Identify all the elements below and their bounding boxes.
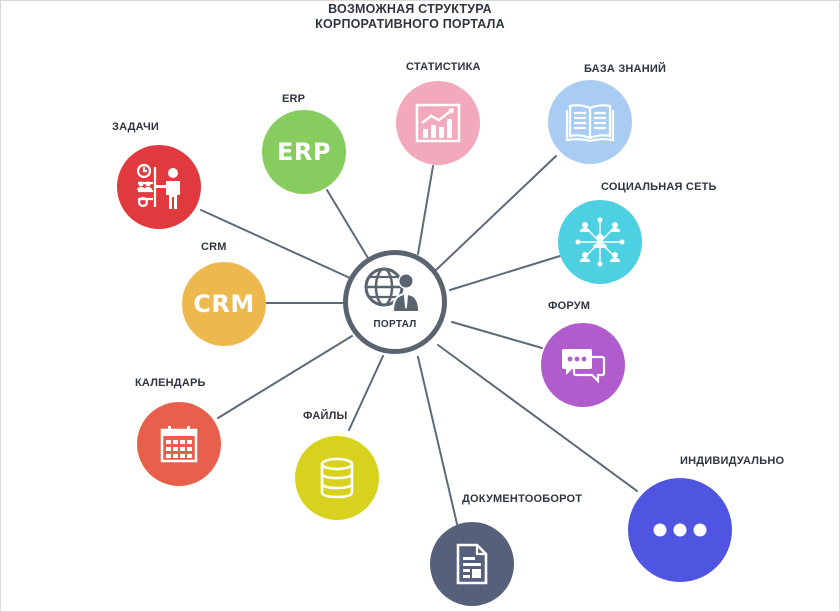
knowledge-node bbox=[548, 80, 632, 164]
tasks-label: ЗАДАЧИ bbox=[112, 121, 160, 133]
line-docflow bbox=[417, 356, 458, 525]
line-files bbox=[348, 355, 384, 431]
task-board-icon bbox=[136, 163, 180, 209]
title-line-1: ВОЗМОЖНАЯ СТРУКТУРА bbox=[328, 2, 492, 16]
line-erp bbox=[326, 189, 369, 259]
files-node bbox=[295, 436, 379, 520]
growth-chart-icon bbox=[415, 103, 461, 143]
social-label: СОЦИАЛЬНАЯ СЕТЬ bbox=[601, 181, 717, 193]
erp-icon-text: ERP bbox=[277, 138, 331, 166]
line-social bbox=[449, 255, 561, 291]
stats-label: СТАТИСТИКА bbox=[406, 61, 481, 73]
individual-node bbox=[628, 478, 732, 582]
line-calendar bbox=[217, 335, 353, 419]
tasks-node bbox=[117, 145, 201, 229]
crm-label: CRM bbox=[201, 241, 227, 253]
erp-label: ERP bbox=[282, 93, 306, 105]
social-node bbox=[558, 200, 642, 284]
database-icon bbox=[320, 457, 354, 499]
line-stats bbox=[417, 165, 434, 255]
open-book-icon bbox=[565, 104, 615, 142]
docflow-node bbox=[430, 522, 514, 606]
line-forum bbox=[451, 321, 543, 349]
files-label: ФАЙЛЫ bbox=[303, 410, 348, 422]
chat-bubbles-icon bbox=[562, 349, 606, 383]
line-tasks bbox=[200, 209, 351, 279]
portal-label: ПОРТАЛ bbox=[373, 319, 417, 330]
calendar-node bbox=[137, 402, 221, 486]
portal-node: ПОРТАЛ bbox=[343, 250, 447, 354]
diagram-title: ВОЗМОЖНАЯ СТРУКТУРА КОРПОРАТИВНОГО ПОРТА… bbox=[260, 2, 560, 32]
docflow-label: ДОКУМЕНТООБОРОТ bbox=[462, 493, 583, 505]
forum-label: ФОРУМ bbox=[548, 300, 591, 312]
crm-node: CRM bbox=[182, 262, 266, 346]
forum-node bbox=[541, 323, 625, 407]
title-line-2: КОРПОРАТИВНОГО ПОРТАЛА bbox=[315, 17, 505, 31]
stats-node bbox=[396, 81, 480, 165]
calendar-label: КАЛЕНДАРЬ bbox=[135, 377, 206, 389]
crm-icon-text: CRM bbox=[193, 290, 255, 318]
individual-label: ИНДИВИДУАЛЬНО bbox=[680, 455, 785, 467]
globe-businessman-icon bbox=[364, 267, 420, 311]
calendar-icon bbox=[160, 426, 198, 463]
line-knowledge bbox=[435, 155, 557, 271]
ellipsis-icon bbox=[653, 523, 707, 537]
network-icon bbox=[575, 217, 625, 267]
erp-node: ERP bbox=[262, 110, 346, 194]
knowledge-label: БАЗА ЗНАНИЙ bbox=[584, 63, 667, 75]
document-icon bbox=[456, 543, 488, 585]
line-individual bbox=[437, 344, 638, 492]
